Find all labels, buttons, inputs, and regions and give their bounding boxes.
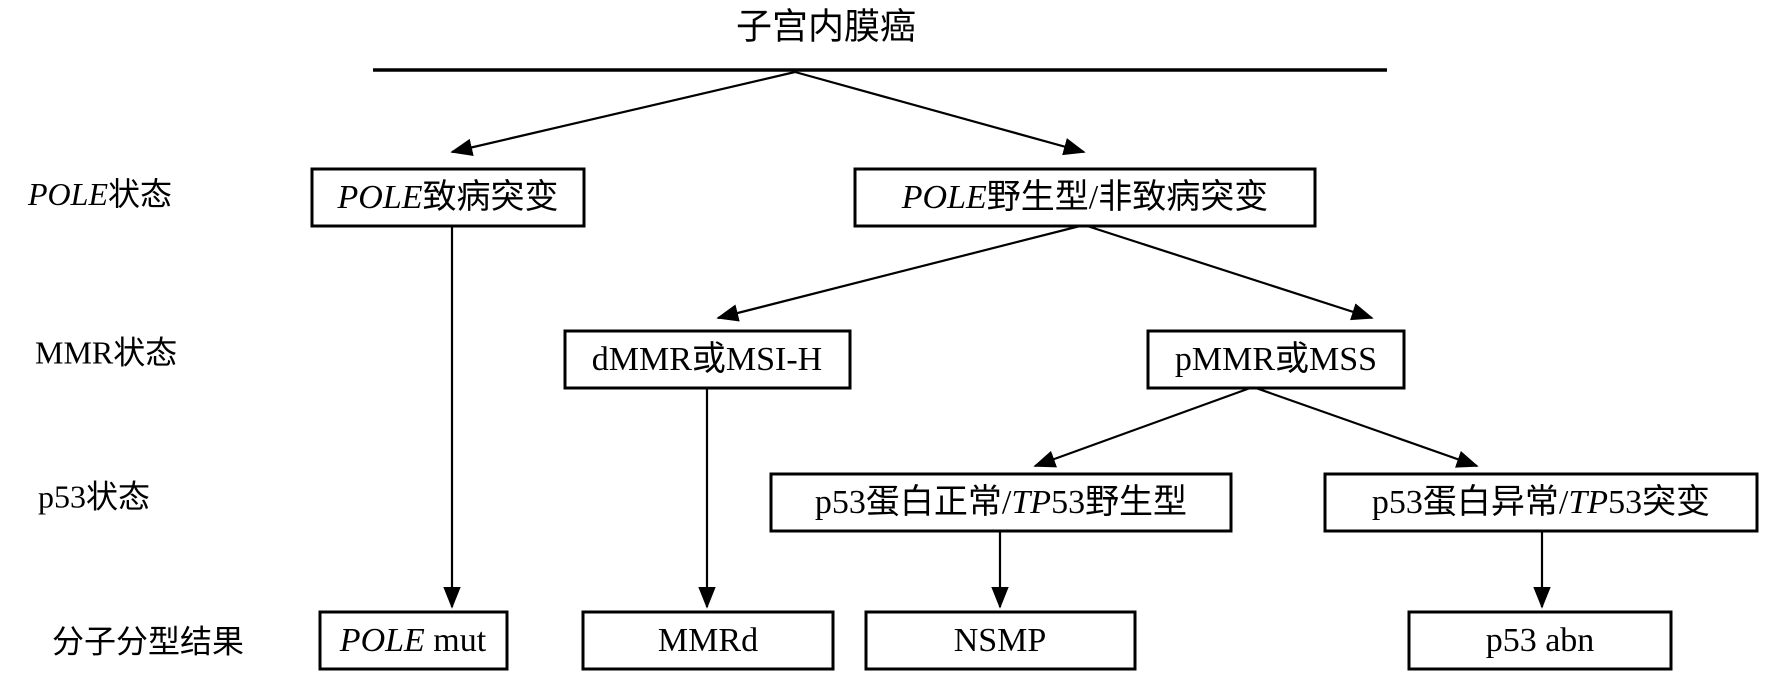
diagram-title: 子宫内膜癌 (736, 6, 916, 46)
node-label-p53-normal: p53蛋白正常/TP53野生型 (815, 483, 1187, 521)
node-pmmr-mss[interactable]: pMMR或MSS (1146, 329, 1406, 390)
node-p53-abnormal-tp53-mutated[interactable]: p53蛋白异常/TP53突变 (1323, 472, 1759, 533)
node-label-pole-mut-italic: POLE (337, 179, 423, 216)
row-label-pole-status: POLE状态 (27, 176, 172, 212)
node-result-nsmp[interactable]: NSMP (864, 610, 1137, 671)
node-label-result-pole-italic: POLE (339, 622, 425, 659)
node-box-dmmr[interactable] (563, 329, 852, 390)
node-box-result-pole[interactable] (318, 610, 509, 671)
node-p53-normal-tp53-wildtype[interactable]: p53蛋白正常/TP53野生型 (769, 472, 1233, 533)
edge-root-to-pole-wt (794, 70, 1086, 156)
node-label-pole-mut: POLE致病突变 (337, 178, 559, 216)
edge-pmmr-to-p53-normal (1033, 385, 1254, 468)
node-box-p53-normal[interactable] (769, 472, 1233, 533)
node-box-pole-wt[interactable] (853, 167, 1317, 228)
edge-pole-wt-to-pmmr (1083, 223, 1374, 321)
node-label-dmmr: dMMR或MSI-H (592, 340, 822, 378)
edge-root-to-pole-mut (450, 70, 796, 156)
row-label-classification-result: 分子分型结果 (52, 623, 244, 659)
node-label-result-nsmp: NSMP (954, 622, 1047, 659)
node-result-pole-mut[interactable]: POLE mut (318, 610, 509, 671)
node-label-p53-abnormal: p53蛋白异常/TP53突变 (1372, 483, 1710, 521)
node-box-result-nsmp[interactable] (864, 610, 1137, 671)
node-box-result-p53abn[interactable] (1407, 610, 1673, 671)
node-label-result-p53abn: p53 abn (1486, 622, 1595, 659)
node-label-pole-wt-italic: POLE (901, 179, 987, 216)
row-label-p53-status: p53状态 (38, 478, 150, 514)
node-box-pmmr[interactable] (1146, 329, 1406, 390)
node-label-p53-abnormal-post: 53突变 (1608, 483, 1710, 521)
node-label-result-pole: POLE mut (339, 622, 487, 659)
node-label-p53-normal-post: 53野生型 (1051, 483, 1187, 521)
node-box-result-mmrd[interactable] (581, 610, 835, 671)
node-label-pole-wt-plain: 野生型/非致病突变 (987, 178, 1268, 216)
node-box-pole-mut[interactable] (310, 167, 586, 228)
node-label-result-mmrd: MMRd (658, 622, 758, 659)
node-box-p53-abnormal[interactable] (1323, 472, 1759, 533)
node-label-pmmr: pMMR或MSS (1175, 340, 1377, 378)
row-label-pole-italic: POLE (27, 176, 108, 212)
node-label-p53-normal-italic: TP (1011, 484, 1051, 521)
node-label-result-pole-plain: mut (425, 622, 487, 659)
node-result-mmrd[interactable]: MMRd (581, 610, 835, 671)
node-label-p53-abnormal-italic: TP (1568, 484, 1608, 521)
node-label-pole-mut-plain: 致病突变 (423, 178, 559, 216)
edge-pmmr-to-p53-abnormal (1252, 385, 1479, 468)
node-pole-pathogenic-mutation[interactable]: POLE致病突变 (310, 167, 586, 228)
node-label-p53-abnormal-pre: p53蛋白异常/ (1372, 483, 1569, 521)
node-result-p53-abn[interactable]: p53 abn (1407, 610, 1673, 671)
node-pole-wildtype-nonpathogenic[interactable]: POLE野生型/非致病突变 (853, 167, 1317, 228)
row-label-mmr-status: MMR状态 (35, 334, 177, 370)
edge-pole-wt-to-dmmr (716, 223, 1085, 322)
row-label-pole-plain: 状态 (108, 176, 172, 212)
node-label-p53-normal-pre: p53蛋白正常/ (815, 483, 1012, 521)
node-label-pole-wt: POLE野生型/非致病突变 (901, 178, 1268, 216)
node-dmmr-msi-h[interactable]: dMMR或MSI-H (563, 329, 852, 390)
